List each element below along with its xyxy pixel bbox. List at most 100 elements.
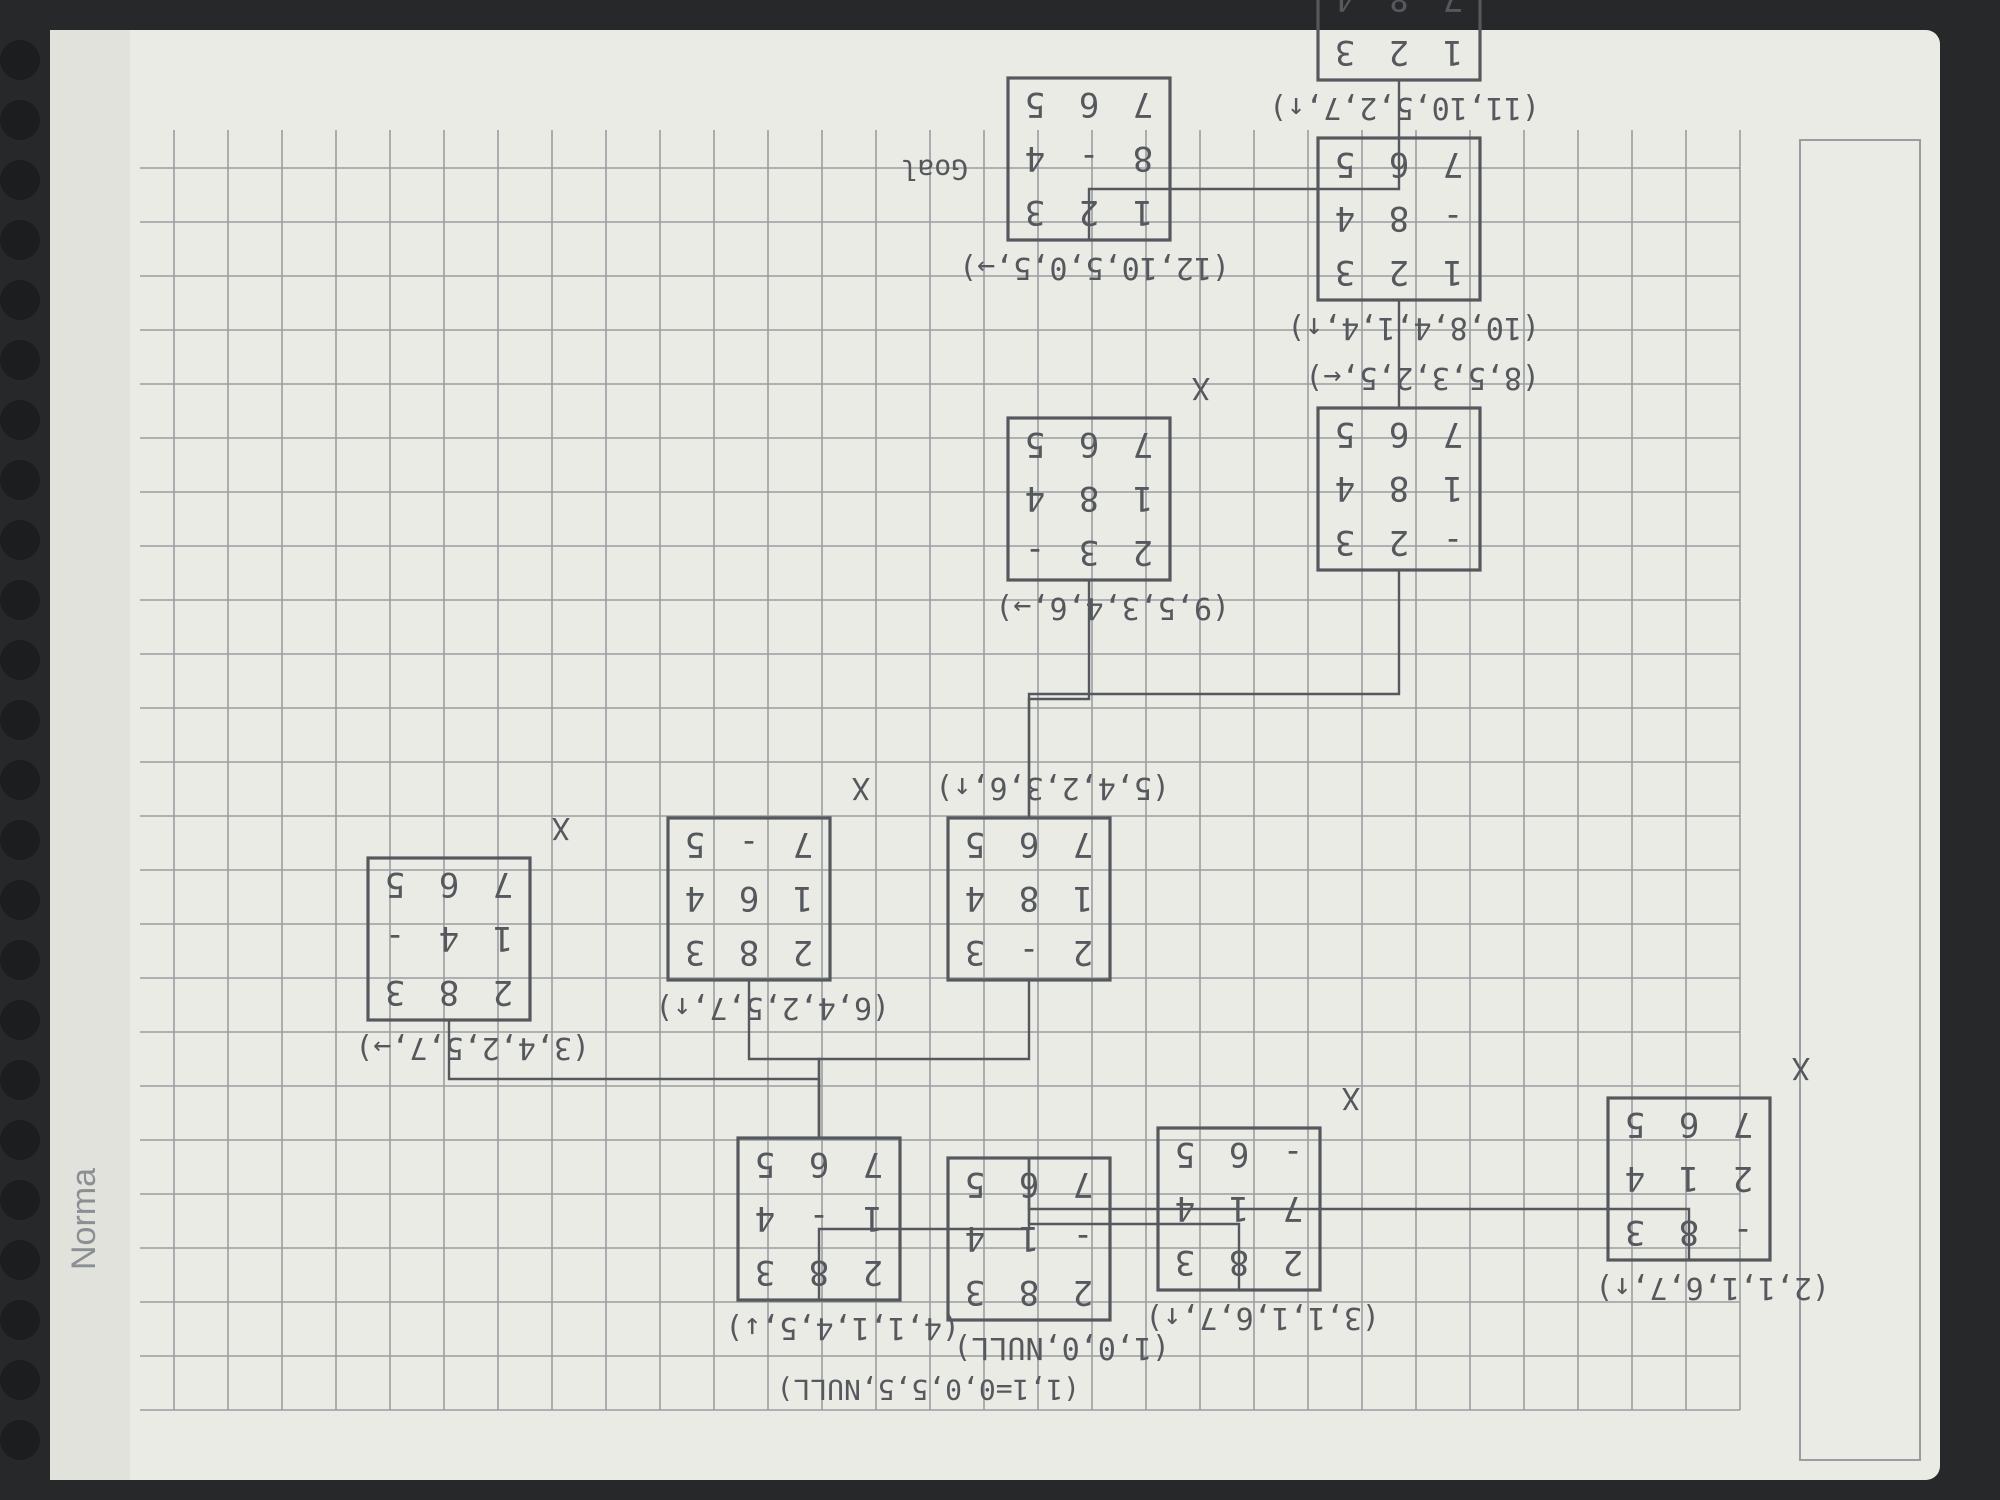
- state-border: [666, 816, 832, 982]
- state-border: [1316, 0, 1482, 82]
- spiral-hole: [0, 160, 40, 200]
- node-label: (5,4,2,3,6,↑): [935, 770, 1170, 805]
- state-border: [1606, 1096, 1772, 1262]
- spiral-hole: [0, 1180, 40, 1220]
- root-label: (1,1=0,0,5,5,NULL): [777, 1373, 1080, 1406]
- node-label: (3,4,2,5,7,→): [355, 1030, 590, 1065]
- puzzle-tile: 4: [1175, 1188, 1195, 1228]
- state-border: [736, 1136, 902, 1302]
- search-tree-nodes: 283-14765(1,0,0,NULL)(1,1=0,0,5,5,NULL)2…: [355, 0, 1830, 1406]
- pruned-mark: X: [1792, 1050, 1810, 1085]
- puzzle-tile: 3: [1025, 192, 1045, 232]
- spiral-hole: [0, 460, 40, 500]
- spiral-hole: [0, 400, 40, 440]
- spiral-hole: [0, 220, 40, 260]
- spiral-hole: [0, 1060, 40, 1100]
- pruned-marks: XXXXXX: [552, 370, 1810, 1115]
- state-node: 123784-65(11,10,5,2,7,↑): [1269, 0, 1540, 125]
- spiral-hole: [0, 640, 40, 680]
- puzzle-tile: 2: [1389, 252, 1409, 292]
- puzzle-tile: 7: [1283, 1188, 1303, 1228]
- tree-edge: [1027, 570, 1401, 818]
- side-margin-box: [1799, 139, 1921, 1461]
- puzzle-tile: 8: [809, 1252, 829, 1292]
- puzzle-tile: 8: [1389, 198, 1409, 238]
- puzzle-tile: 3: [965, 1272, 985, 1312]
- state-border: [1156, 1126, 1322, 1292]
- puzzle-tile: 3: [755, 1252, 775, 1292]
- pruned-mark: X: [552, 810, 570, 845]
- puzzle-tile: 1: [1229, 1188, 1249, 1228]
- node-label: (10,8,4,1,4,↑): [1287, 310, 1540, 345]
- puzzle-tile: 7: [1073, 1164, 1093, 1204]
- puzzle-tile: 5: [685, 824, 705, 864]
- spiral-margin: [50, 30, 130, 1480]
- blank-tile: -: [809, 1198, 829, 1238]
- state-border: [366, 856, 532, 1022]
- spiral-hole: [0, 280, 40, 320]
- puzzle-tile: 4: [685, 878, 705, 918]
- puzzle-tile: 3: [685, 932, 705, 972]
- spiral-hole: [0, 1420, 40, 1460]
- puzzle-tile: 4: [1335, 468, 1355, 508]
- node-label: (11,10,5,2,7,↑): [1269, 90, 1540, 125]
- puzzle-tile: 1: [1073, 878, 1093, 918]
- puzzle-tile: 8: [1019, 1272, 1039, 1312]
- puzzle-tile: 6: [739, 878, 759, 918]
- puzzle-tile: 4: [1025, 478, 1045, 518]
- spiral-hole: [0, 520, 40, 560]
- blank-tile: -: [385, 918, 405, 958]
- brand-logo: Norma: [65, 1168, 103, 1270]
- tree-edge: [817, 980, 1031, 1138]
- spiral-hole: [0, 1360, 40, 1400]
- puzzle-tile: 1: [1133, 192, 1153, 232]
- puzzle-tile: 8: [1389, 468, 1409, 508]
- spiral-hole: [0, 940, 40, 980]
- puzzle-tile: 4: [965, 1218, 985, 1258]
- puzzle-tile: 1: [1019, 1218, 1039, 1258]
- puzzle-tile: 3: [1335, 32, 1355, 72]
- puzzle-tile: 5: [965, 1164, 985, 1204]
- spiral-hole: [0, 880, 40, 920]
- puzzle-tile: 8: [439, 972, 459, 1012]
- puzzle-tile: 6: [1019, 824, 1039, 864]
- puzzle-tile: 3: [965, 932, 985, 972]
- puzzle-tile: 2: [1283, 1242, 1303, 1282]
- puzzle-tile: 2: [1133, 532, 1153, 572]
- spiral-hole: [0, 820, 40, 860]
- node-label: (3,1,1,6,7,↑): [1145, 1300, 1380, 1335]
- goal-label: Goal: [901, 153, 968, 186]
- spiral-hole: [0, 1240, 40, 1280]
- puzzle-tile: 1: [493, 918, 513, 958]
- state-border: [1316, 136, 1482, 302]
- node-label: (1,0,0,NULL): [953, 1330, 1170, 1365]
- puzzle-tile: 7: [1443, 0, 1463, 18]
- puzzle-tile: 6: [1229, 1134, 1249, 1174]
- puzzle-tile: 4: [1335, 198, 1355, 238]
- puzzle-tile: 7: [1133, 84, 1153, 124]
- blank-tile: -: [739, 824, 759, 864]
- puzzle-tile: 7: [863, 1144, 883, 1184]
- blank-tile: -: [1443, 522, 1463, 562]
- search-tree-edges: [447, 80, 1691, 1300]
- puzzle-tile: 4: [1025, 138, 1045, 178]
- node-label: (6,4,2,5,7,↑): [655, 990, 890, 1025]
- puzzle-tile: 6: [1389, 414, 1409, 454]
- blank-tile: -: [1733, 1212, 1753, 1252]
- puzzle-tile: 3: [385, 972, 405, 1012]
- puzzle-tile: 8: [1679, 1212, 1699, 1252]
- tree-edge: [1027, 1158, 1691, 1260]
- spiral-hole: [0, 700, 40, 740]
- spiral-hole: [0, 100, 40, 140]
- spiral-hole: [0, 1300, 40, 1340]
- state-border: [1006, 416, 1172, 582]
- puzzle-tile: 8: [1079, 478, 1099, 518]
- puzzle-tile: 6: [1679, 1104, 1699, 1144]
- puzzle-tile: 8: [739, 932, 759, 972]
- puzzle-tile: 6: [1079, 424, 1099, 464]
